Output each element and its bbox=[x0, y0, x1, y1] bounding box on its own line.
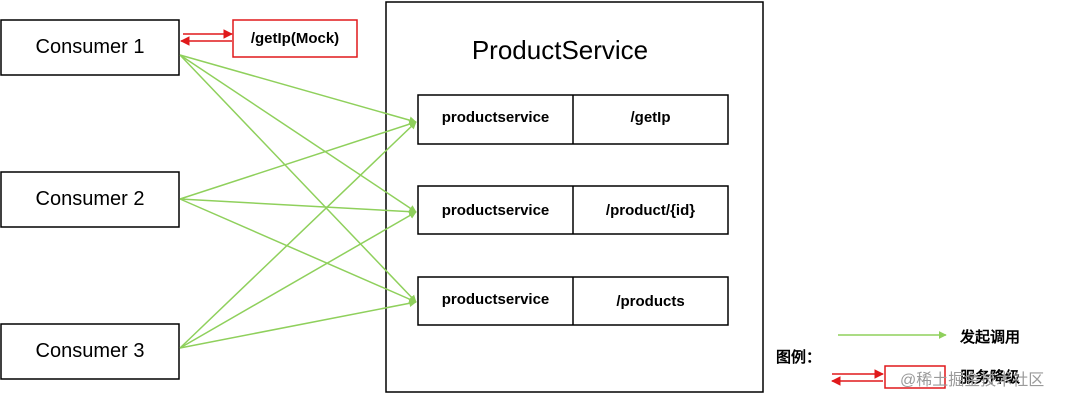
call-arrow-c2-e3 bbox=[179, 198, 417, 303]
legend-degrade-label: 服务降级 bbox=[960, 368, 1021, 386]
legend-degrade-box bbox=[884, 365, 946, 389]
call-arrow-c1-e2 bbox=[179, 54, 417, 213]
call-arrow-c2-e2 bbox=[179, 198, 417, 216]
mock-box bbox=[232, 19, 358, 58]
call-arrow-c3-e1 bbox=[179, 121, 417, 349]
consumer-1-label: Consumer 1 bbox=[35, 36, 145, 58]
legend-invoke-label: 发起调用 bbox=[960, 328, 1021, 346]
mock-label: /getIp(Mock) bbox=[250, 30, 340, 47]
endpoint-1-path: /getIp bbox=[630, 109, 671, 126]
consumer-box-1 bbox=[0, 19, 180, 76]
call-arrow-c3-e3 bbox=[179, 299, 417, 349]
service-title: ProductService bbox=[471, 34, 649, 65]
consumer-2-label: Consumer 2 bbox=[35, 188, 145, 210]
call-arrow-c3-e2 bbox=[179, 211, 417, 349]
legend-label: 图例： bbox=[776, 348, 822, 366]
endpoint-3-service: productservice bbox=[441, 291, 550, 308]
endpoint-1-service: productservice bbox=[441, 109, 550, 126]
consumer-box-3 bbox=[0, 323, 180, 380]
endpoint-2-service: productservice bbox=[441, 201, 550, 219]
consumer-3-label: Consumer 3 bbox=[35, 340, 145, 362]
watermark-text: @稀土掘金技术社区 bbox=[900, 372, 1045, 389]
consumer-box-2 bbox=[0, 171, 180, 228]
call-arrow-c1-e3 bbox=[179, 54, 417, 303]
endpoint-3-path: /products bbox=[616, 292, 685, 310]
call-arrow-c2-e1 bbox=[179, 120, 417, 200]
call-arrow-c1-e1 bbox=[179, 54, 417, 124]
endpoint-2-path: /product/{id} bbox=[605, 201, 696, 219]
